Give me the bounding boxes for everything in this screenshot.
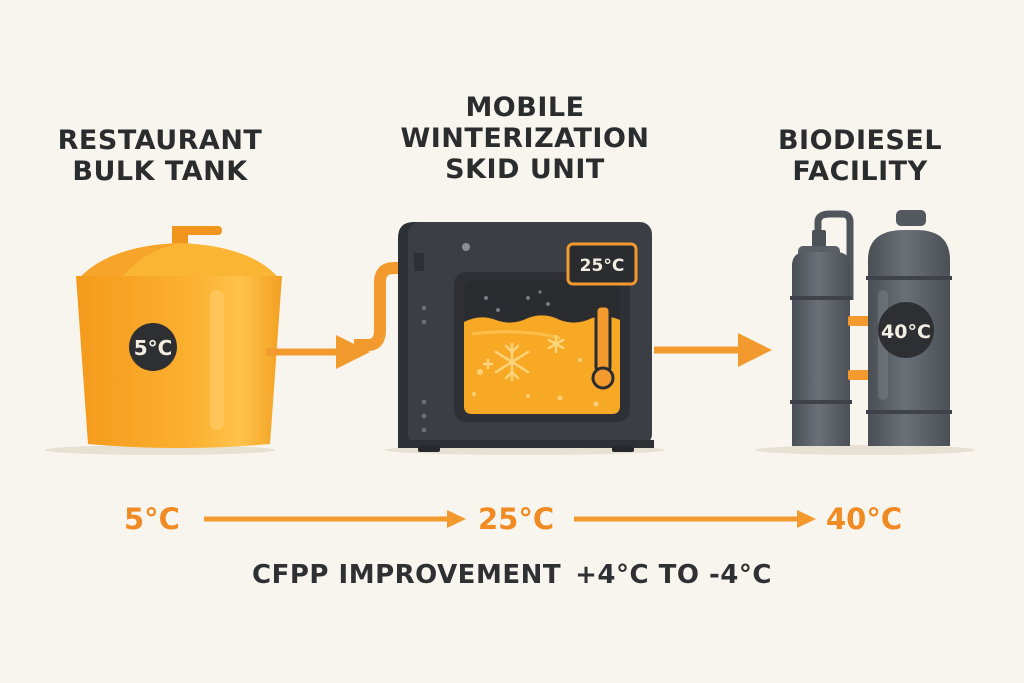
facility-badge-text: 40°C (881, 321, 931, 343)
stage-title-bulk-tank: RESTAURANT BULK TANK (40, 125, 280, 187)
stage-title-skid-unit: MOBILE WINTERIZATION SKID UNIT (375, 92, 675, 185)
title-line: FACILITY (792, 156, 928, 187)
cfpp-improvement-caption: CFPP IMPROVEMENT +4°C TO -4°C (0, 560, 1024, 590)
cfpp-label: CFPP IMPROVEMENT (252, 560, 562, 590)
inlet-pipe (354, 262, 416, 351)
facility-temperature-badge (878, 302, 934, 358)
arrow-right-icon (574, 510, 816, 528)
cylinders-shadow (755, 445, 975, 455)
arrow-right-icon (654, 333, 772, 367)
tank-badge-text: 5°C (134, 336, 173, 360)
tank-shadow (45, 445, 275, 455)
title-line: BULK TANK (72, 156, 248, 187)
temperature-end: 40°C (826, 502, 903, 536)
tank-temperature-badge (129, 323, 177, 371)
winterization-skid-icon (398, 222, 654, 452)
arrow-right-icon (266, 335, 370, 369)
thermometer-icon (591, 304, 615, 390)
title-line: SKID UNIT (445, 154, 605, 185)
cfpp-range: +4°C TO -4°C (575, 560, 772, 590)
skid-display-text: 25°C (580, 256, 625, 276)
temperature-start: 5°C (124, 502, 180, 536)
temperature-mid: 25°C (478, 502, 555, 536)
bulk-tank-icon (76, 226, 282, 448)
title-line: RESTAURANT (57, 125, 263, 156)
title-line: BIODIESEL (777, 125, 943, 156)
snowflake-icon (482, 334, 565, 382)
title-line: WINTERIZATION (400, 123, 650, 154)
title-line: MOBILE (465, 92, 585, 123)
stage-title-biodiesel-facility: BIODIESEL FACILITY (745, 125, 975, 187)
arrow-right-icon (204, 510, 466, 528)
